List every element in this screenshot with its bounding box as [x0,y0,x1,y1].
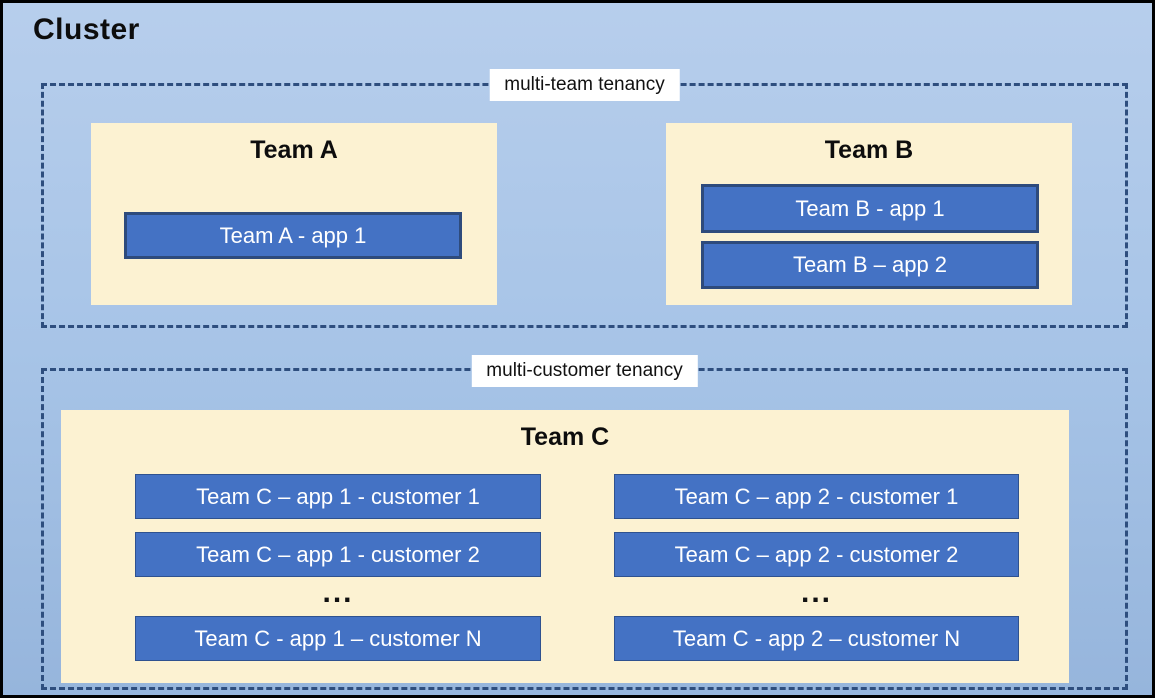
team-a-box: Team A Team A - app 1 [91,123,497,305]
team-b-box: Team B Team B - app 1 Team B – app 2 [666,123,1072,305]
cluster-title: Cluster [33,13,140,46]
app-box-team-b-app-1: Team B - app 1 [701,184,1039,233]
app-box-team-c-app1-customer1: Team C – app 1 - customer 1 [135,474,541,519]
multi-team-label: multi-team tenancy [489,69,680,101]
app-box-team-b-app-2: Team B – app 2 [701,241,1039,289]
team-a-title: Team A [250,136,338,164]
multi-team-section: multi-team tenancy Team A Team A - app 1… [41,69,1128,328]
app-box-team-c-app2-customer2: Team C – app 2 - customer 2 [614,532,1019,577]
team-c-box: Team C Team C – app 1 - customer 1 Team … [61,410,1069,683]
app-box-team-c-app2-customer1: Team C – app 2 - customer 1 [614,474,1019,519]
app-box-team-c-app1-customer2: Team C – app 1 - customer 2 [135,532,541,577]
multi-customer-section: multi-customer tenancy Team C Team C – a… [41,355,1128,690]
app-box-team-c-app1-customerN: Team C - app 1 – customer N [135,616,541,661]
ellipsis-app2-column: ... [800,576,832,609]
team-c-title: Team C [520,423,610,451]
ellipsis-app1-column: ... [322,576,354,609]
app-box-team-c-app2-customerN: Team C - app 2 – customer N [614,616,1019,661]
app-box-team-a-app-1: Team A - app 1 [124,212,462,259]
multi-customer-label: multi-customer tenancy [471,355,698,387]
team-b-title: Team B [824,136,914,164]
